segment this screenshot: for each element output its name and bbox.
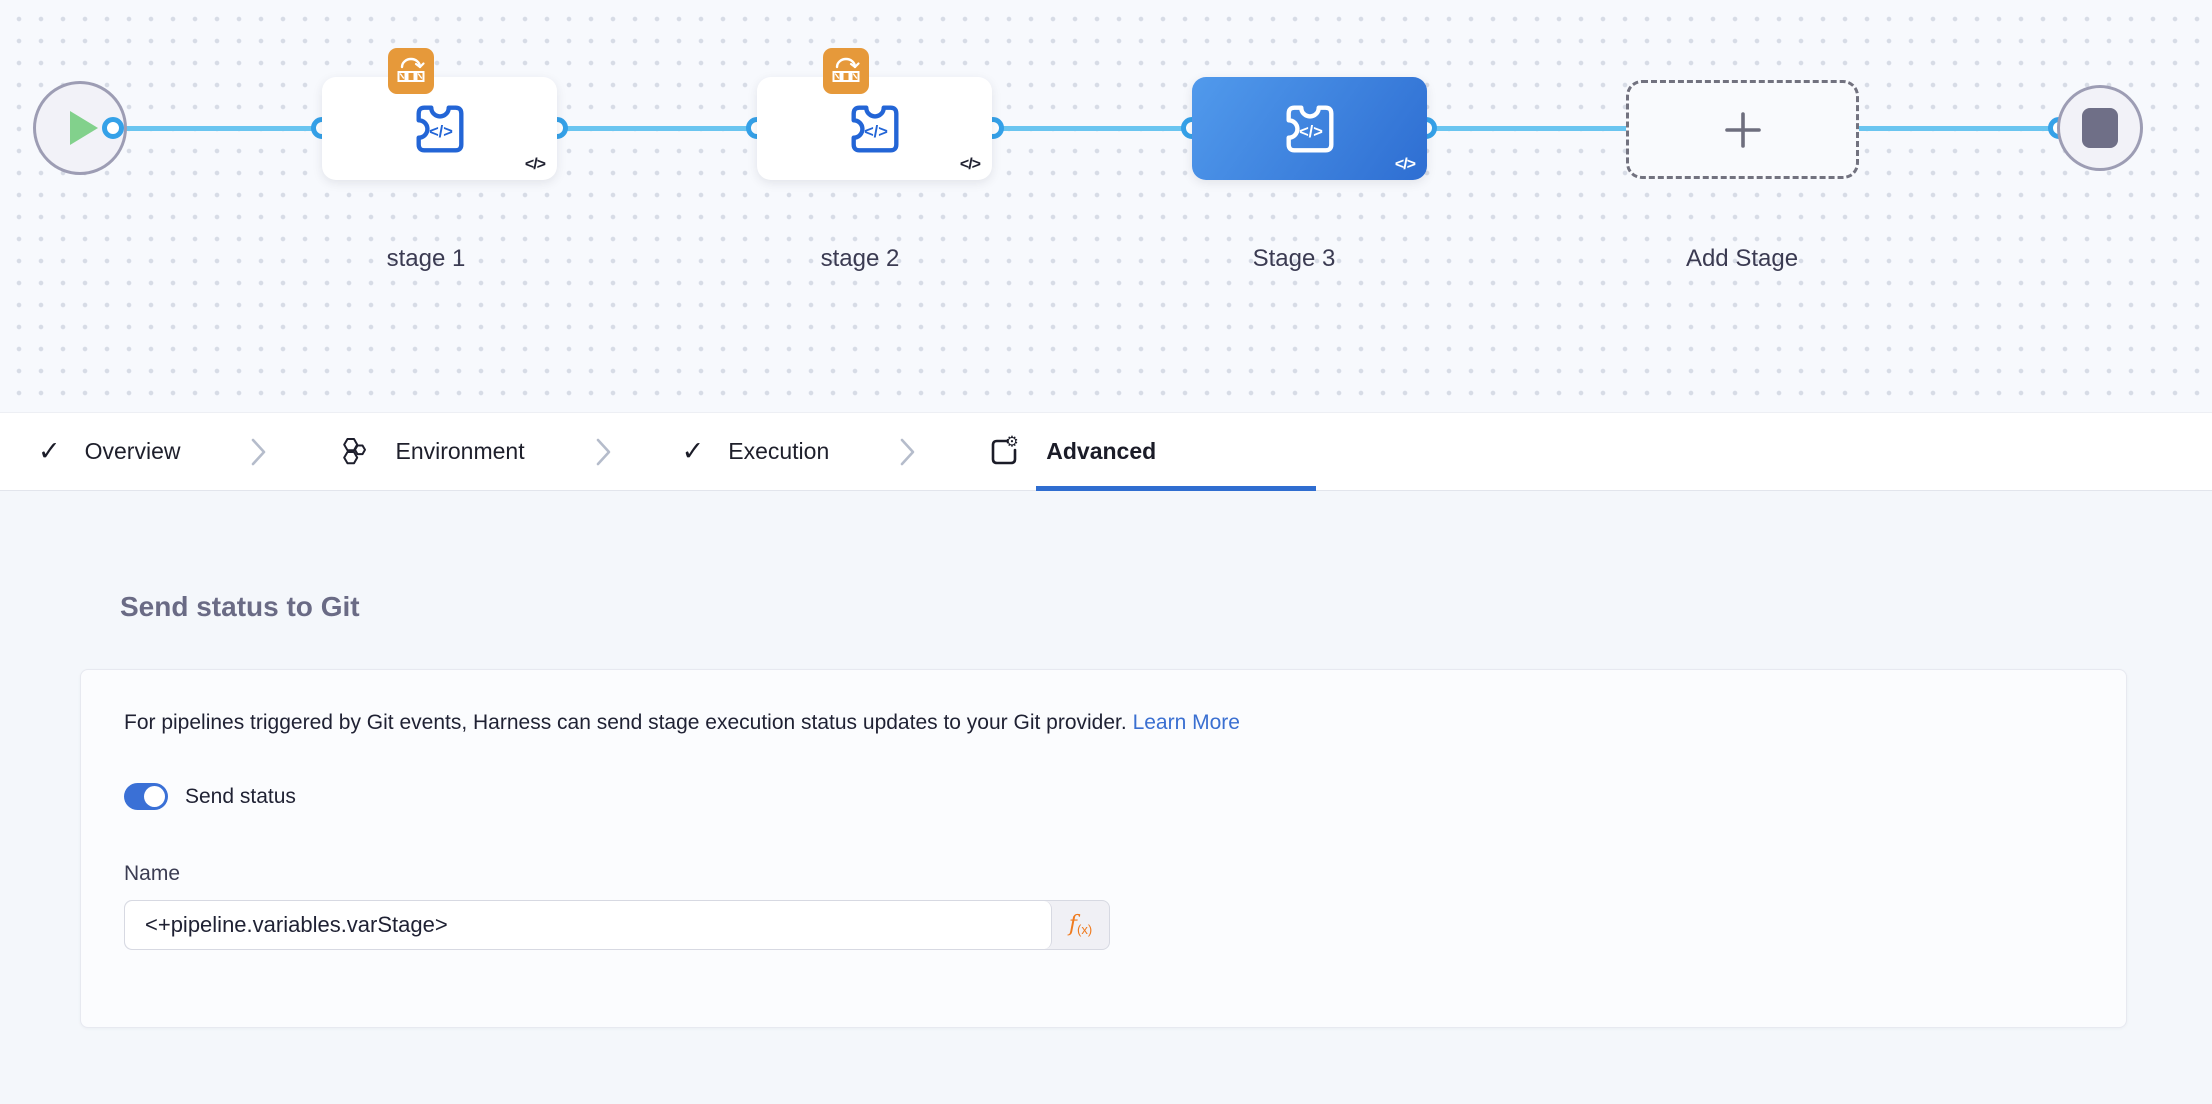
name-field-label: Name — [124, 862, 181, 886]
stage-label: stage 2 — [820, 245, 900, 272]
section-heading: Send status to Git — [120, 591, 360, 622]
custom-stage-puzzle-icon: </> — [1286, 105, 1333, 152]
stage-card-stage1[interactable]: </> </> — [322, 48, 557, 180]
chained-pipeline-badge-icon — [388, 48, 434, 94]
play-icon — [70, 111, 98, 145]
send-status-toggle-row: Send status — [124, 783, 2083, 811]
learn-more-link[interactable]: Learn More — [1132, 711, 1240, 734]
panel-description-text: For pipelines triggered by Git events, H… — [124, 711, 1127, 734]
pipeline-canvas[interactable]: </> </> </> </> — [0, 0, 2212, 412]
tab-environment[interactable]: Environment — [337, 435, 525, 469]
stage-card-stage3-selected[interactable]: </> </> — [1192, 77, 1427, 180]
svg-text:</>: </> — [429, 122, 453, 140]
name-input-group: f (x) — [124, 900, 1110, 951]
tab-execution[interactable]: ✓ Execution — [682, 438, 830, 465]
stage-label: stage 1 — [386, 245, 466, 272]
name-input[interactable] — [125, 901, 1052, 950]
stage-card-stage2[interactable]: </> </> — [757, 48, 992, 180]
stage-config-tabbar: ✓ Overview Environment ✓ Execution — [0, 412, 2212, 491]
send-status-toggle[interactable] — [124, 783, 168, 811]
tab-advanced[interactable]: ⚙ Advanced — [986, 434, 1156, 470]
send-status-panel: For pipelines triggered by Git events, H… — [80, 669, 2127, 1028]
check-icon: ✓ — [681, 436, 705, 466]
svg-text:</>: </> — [864, 122, 888, 140]
panel-description: For pipelines triggered by Git events, H… — [124, 708, 2083, 737]
fx-icon: f — [1068, 912, 1077, 938]
stage-label: Stage 3 — [1252, 245, 1336, 272]
toggle-knob — [144, 786, 165, 808]
svg-text:⚙: ⚙ — [1006, 434, 1019, 451]
tab-overview[interactable]: ✓ Overview — [38, 438, 180, 465]
chevron-right-icon — [899, 437, 916, 467]
svg-text:</>: </> — [1299, 122, 1323, 140]
chained-pipeline-badge-icon — [823, 48, 869, 94]
advanced-gear-icon: ⚙ — [991, 434, 1019, 464]
tab-advanced-label: Advanced — [1046, 438, 1157, 464]
code-icon: </> — [1394, 156, 1416, 173]
stop-icon — [2082, 108, 2118, 148]
pipeline-connector-line — [113, 126, 2059, 131]
code-icon: </> — [524, 156, 546, 173]
port-start-out[interactable] — [102, 117, 124, 139]
send-status-toggle-label: Send status — [185, 784, 296, 808]
code-icon: </> — [959, 156, 981, 173]
check-icon: ✓ — [38, 436, 61, 466]
tab-environment-label: Environment — [395, 438, 525, 464]
tab-execution-label: Execution — [728, 438, 830, 464]
custom-stage-puzzle-icon: </> — [851, 105, 898, 152]
active-tab-underline — [1036, 486, 1316, 491]
advanced-tab-content: Send status to Git For pipelines trigger… — [0, 491, 2212, 1104]
add-stage-button[interactable] — [1626, 80, 1859, 179]
add-stage-label: Add Stage — [1685, 245, 1799, 272]
fx-sub-icon: (x) — [1076, 921, 1093, 937]
expression-fx-button[interactable]: f (x) — [1052, 901, 1109, 949]
chevron-right-icon — [250, 437, 267, 467]
chevron-right-icon — [595, 437, 612, 467]
tab-overview-label: Overview — [84, 438, 181, 464]
pipeline-end-node[interactable] — [2057, 85, 2143, 171]
environment-icon — [343, 437, 367, 464]
pipeline-start-node[interactable] — [33, 81, 127, 175]
plus-icon — [1724, 111, 1761, 148]
custom-stage-puzzle-icon: </> — [416, 105, 463, 152]
